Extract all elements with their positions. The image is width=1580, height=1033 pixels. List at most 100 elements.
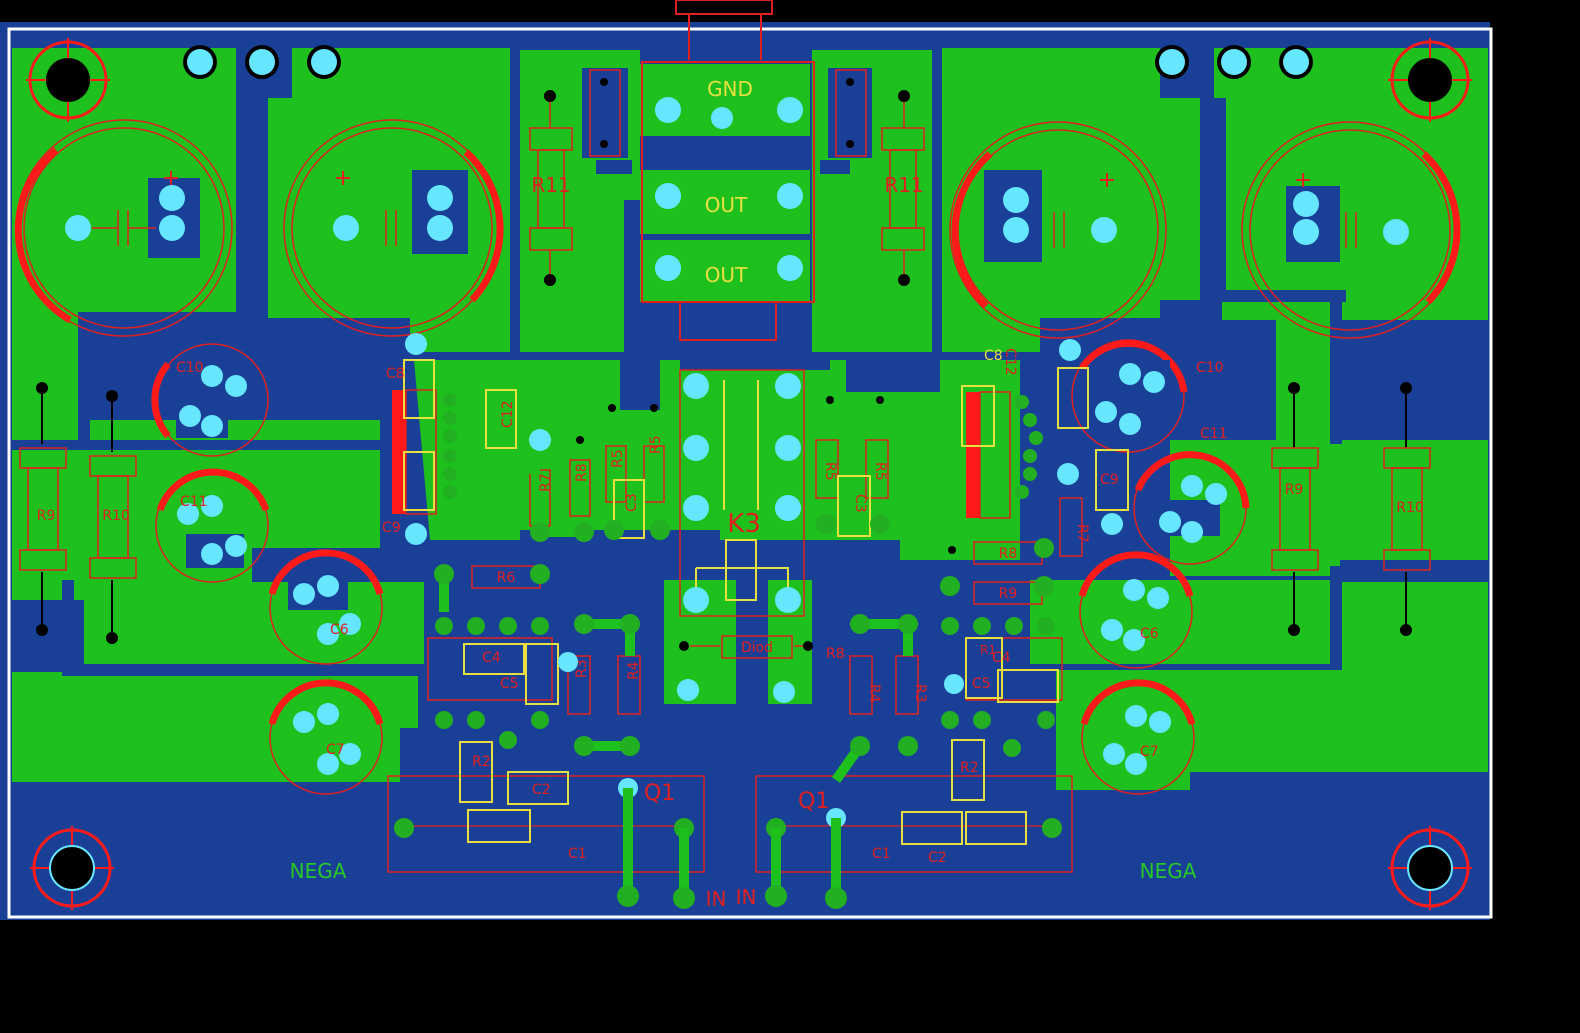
label-in-left: IN bbox=[706, 887, 727, 911]
label-r9-right: R9 bbox=[1285, 482, 1304, 498]
resistor-r9-left: R9 bbox=[19, 382, 67, 636]
label-c7-left: C7 bbox=[326, 742, 345, 758]
cap-c7-right: C7 bbox=[1080, 679, 1196, 795]
label-r8-left: R8 bbox=[574, 463, 590, 482]
label-r8-center: R8 bbox=[826, 646, 845, 662]
label-r5b-left: R5 bbox=[648, 435, 664, 454]
label-r9-left: R9 bbox=[37, 508, 56, 524]
label-c1-right: C1 bbox=[872, 846, 891, 862]
diode: Diod R8 bbox=[677, 635, 845, 703]
label-c9-left: C9 bbox=[382, 520, 401, 536]
label-r5b-right: R5 bbox=[872, 462, 888, 481]
label-r9b-right: R9 bbox=[999, 586, 1018, 602]
label-c8-left: C8 bbox=[386, 366, 405, 382]
cap-c11-left: C11 bbox=[155, 468, 270, 583]
label-r6-left: R6 bbox=[497, 570, 516, 586]
large-cap-2 bbox=[283, 119, 504, 337]
large-cap-1 bbox=[14, 119, 233, 337]
label-q1-left: Q1 bbox=[644, 781, 675, 806]
label-c6-right: C6 bbox=[1140, 626, 1159, 642]
label-r5-left: R5 bbox=[610, 449, 626, 468]
relay-k3: K3 bbox=[679, 369, 805, 617]
label-r5-right: R5 bbox=[822, 462, 838, 481]
label-r3-right: R3 bbox=[912, 684, 928, 703]
label-c8-right: C8 bbox=[984, 348, 1003, 364]
resistors-r9-r10: R9 R10 R9 R10 bbox=[19, 382, 1431, 644]
resistor-r9-right: R9 bbox=[1271, 382, 1319, 636]
label-out-2: OUT bbox=[705, 263, 748, 287]
label-k3: K3 bbox=[727, 509, 761, 539]
large-cap-4 bbox=[1241, 121, 1461, 339]
label-r7-left: R7 bbox=[538, 473, 554, 492]
cap-c10-left: C10 bbox=[151, 343, 269, 457]
label-c2-left: C2 bbox=[532, 782, 551, 798]
label-diod: Diod bbox=[741, 640, 773, 656]
label-c5-right: C5 bbox=[972, 676, 991, 692]
label-c4-right: C4 bbox=[992, 650, 1011, 666]
resistor-r10-left: R10 bbox=[89, 390, 137, 644]
label-nega-left: NEGA bbox=[290, 859, 347, 883]
green-pads bbox=[434, 514, 1055, 909]
mounting-holes bbox=[26, 38, 1472, 910]
label-c11-right: C11 bbox=[1200, 426, 1228, 442]
cap-c11-right: C11 bbox=[1133, 426, 1250, 565]
output-connector: GND OUT OUT bbox=[641, 61, 815, 341]
label-r8-right: R8 bbox=[999, 546, 1018, 562]
label-c7-right: C7 bbox=[1140, 744, 1159, 760]
resistor-r11-left: R11 bbox=[529, 90, 573, 286]
label-c3-left: C3 bbox=[624, 493, 640, 512]
label-c9-right: C9 bbox=[1100, 472, 1119, 488]
label-nega-right: NEGA bbox=[1140, 859, 1197, 883]
label-r1-right: R1 bbox=[980, 643, 996, 657]
mount-hole-br bbox=[1388, 826, 1472, 910]
cap-c6-left: C6 bbox=[268, 549, 384, 665]
cap-c7-left: C7 bbox=[268, 679, 384, 795]
header-pads bbox=[183, 45, 1313, 79]
label-r7-right: R7 bbox=[1074, 524, 1090, 543]
label-r11-left: R11 bbox=[531, 173, 570, 197]
label-r3-left: R3 bbox=[574, 659, 590, 678]
cap-c6-right: C6 bbox=[1078, 551, 1194, 669]
black-via-dots bbox=[576, 396, 956, 554]
label-r2-left: R2 bbox=[472, 754, 491, 770]
cap-c10-right: C10 bbox=[1071, 339, 1224, 453]
label-r4-left: R4 bbox=[626, 661, 642, 680]
ic-header-left: C8 C9 C12 bbox=[382, 333, 551, 545]
label-c5-left: C5 bbox=[500, 676, 519, 692]
small-caps-top bbox=[589, 69, 867, 157]
smd-blocks: C4 C5 C4 C5 R1 bbox=[427, 637, 1063, 705]
label-r4-right: R4 bbox=[866, 684, 882, 703]
label-r11-right: R11 bbox=[884, 173, 923, 197]
label-c2-right: C2 bbox=[928, 850, 947, 866]
board-outline bbox=[7, 27, 1493, 919]
label-c11-left: C11 bbox=[180, 494, 208, 510]
label-c6-left: C6 bbox=[330, 622, 349, 638]
large-capacitors bbox=[14, 119, 1461, 339]
label-r10-left: R10 bbox=[102, 508, 130, 524]
label-in-right: IN bbox=[736, 885, 757, 909]
label-c4-left: C4 bbox=[482, 650, 501, 666]
left-resistor-cluster: R7 R8 R5 R5 C3 R6 R3 R4 bbox=[471, 435, 665, 715]
label-c3-right: C3 bbox=[852, 494, 868, 513]
mount-hole-bl bbox=[30, 826, 114, 910]
top-tab-leads bbox=[688, 14, 762, 60]
label-c12-right: C12 bbox=[1002, 348, 1018, 376]
label-r2-right: R2 bbox=[960, 760, 979, 776]
label-gnd: GND bbox=[707, 77, 753, 101]
resistor-r10-right: R10 bbox=[1383, 382, 1431, 636]
small-caps: C10 C11 C6 C7 C10 C11 C6 C7 bbox=[151, 339, 1250, 795]
top-tab-outline bbox=[675, 0, 773, 15]
label-c10-right: C10 bbox=[1196, 360, 1224, 376]
label-c1-left: C1 bbox=[568, 846, 587, 862]
ic-header-right: C8 C12 C9 bbox=[961, 339, 1129, 535]
label-c12-left: C12 bbox=[500, 400, 516, 428]
resistor-r11-right: R11 bbox=[881, 90, 925, 286]
label-c10-left: C10 bbox=[176, 360, 204, 376]
large-cap-3 bbox=[949, 121, 1167, 339]
label-r10-right: R10 bbox=[1396, 500, 1424, 516]
mount-hole-tl bbox=[26, 38, 110, 122]
label-out-1: OUT bbox=[705, 193, 748, 217]
mount-hole-tr bbox=[1388, 38, 1472, 122]
label-q1-right: Q1 bbox=[798, 789, 829, 814]
